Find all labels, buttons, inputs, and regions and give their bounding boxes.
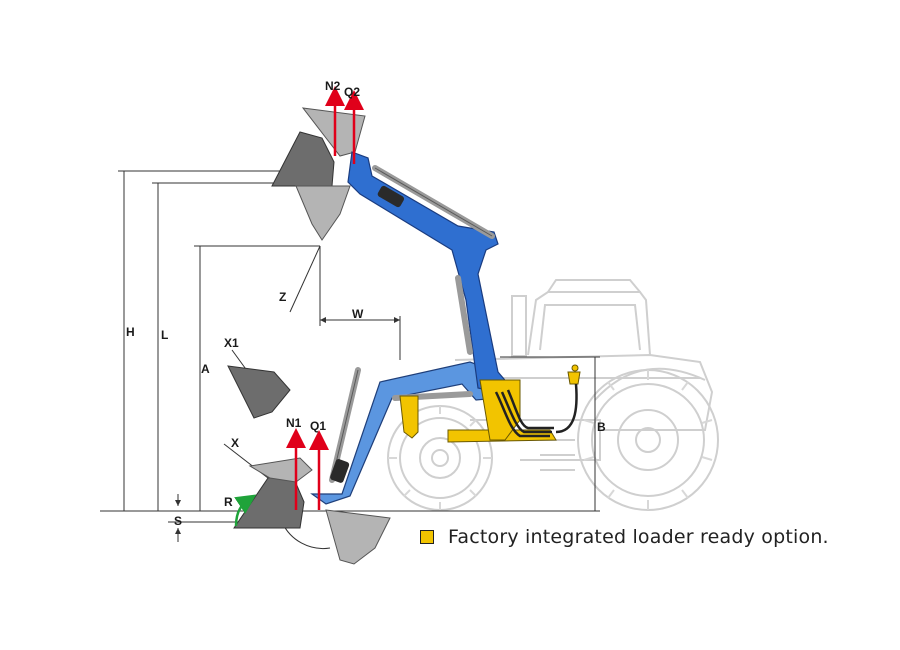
label-s: S <box>174 514 182 528</box>
bucket-x1 <box>227 365 291 419</box>
label-x1: X1 <box>224 336 239 350</box>
label-l: L <box>161 328 168 342</box>
bucket-raised-dark <box>271 131 335 187</box>
hydraulic-hoses <box>494 383 578 438</box>
label-r: R <box>224 495 233 509</box>
rotation-arrow-r <box>234 494 257 527</box>
legend: Factory integrated loader ready option. <box>420 526 829 548</box>
label-a: A <box>201 362 210 376</box>
dimension-lines <box>118 170 600 550</box>
w-arrowheads <box>320 317 400 323</box>
bucket-raised-light-down <box>295 185 351 241</box>
s-arrowheads <box>175 500 181 534</box>
label-n1: N1 <box>286 416 302 430</box>
label-x: X <box>231 436 239 450</box>
label-z: Z <box>279 290 286 304</box>
cylinder-raised-2 <box>455 275 473 355</box>
bucket-ground-dark <box>233 473 305 529</box>
label-q2: Q2 <box>344 85 360 99</box>
label-q1: Q1 <box>310 419 326 433</box>
arm-raised-slot <box>377 185 405 208</box>
tire-treads <box>388 370 713 510</box>
label-h: H <box>126 325 135 339</box>
label-n2: N2 <box>325 79 341 93</box>
bucket-below-ground <box>325 509 391 565</box>
legend-swatch-yellow <box>420 530 434 544</box>
label-w: W <box>352 307 364 321</box>
bucket-ground-light <box>248 457 313 483</box>
arm-lowered-slot <box>330 459 350 483</box>
label-b: B <box>597 420 606 434</box>
loader-arm-raised <box>347 151 511 393</box>
legend-text: Factory integrated loader ready option. <box>448 526 829 548</box>
